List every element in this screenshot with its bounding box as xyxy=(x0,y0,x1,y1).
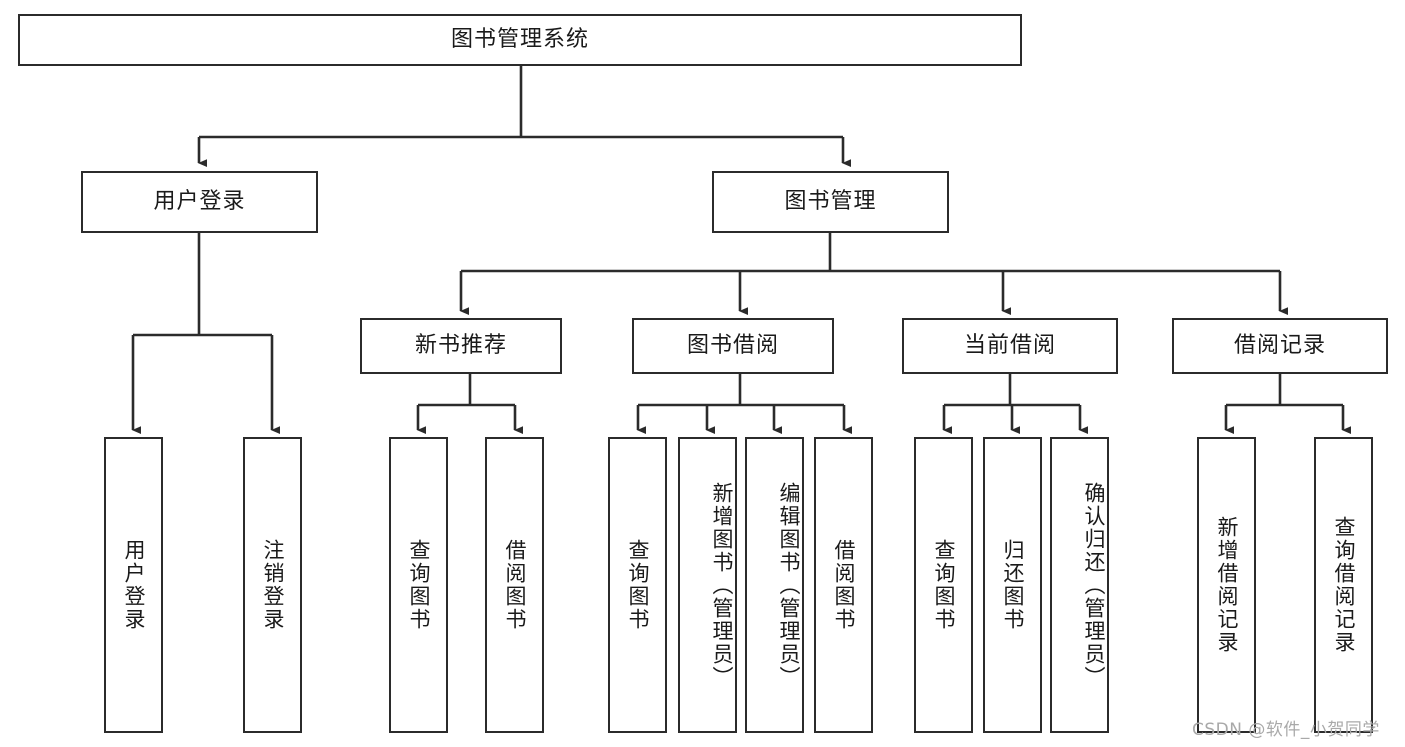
node-leaf-query-book-recommend[interactable]: 查询图书 xyxy=(389,437,448,733)
node-label: 新增图书（管理员） xyxy=(710,481,734,689)
node-label: 借阅图书 xyxy=(831,539,856,631)
node-label: 确认归还（管理员） xyxy=(1082,481,1106,689)
node-leaf-query-book-current[interactable]: 查询图书 xyxy=(914,437,973,733)
node-borrow-record[interactable]: 借阅记录 xyxy=(1172,318,1388,374)
node-root-book-management-system[interactable]: 图书管理系统 xyxy=(18,14,1022,66)
node-label: 当前借阅 xyxy=(963,332,1056,358)
node-label: 查询图书 xyxy=(625,539,650,631)
node-leaf-add-borrow-record[interactable]: 新增借阅记录 xyxy=(1197,437,1256,733)
node-book-borrow[interactable]: 图书借阅 xyxy=(632,318,834,374)
node-label: 用户登录 xyxy=(153,188,246,214)
node-label: 图书管理 xyxy=(784,188,877,214)
node-current-borrow[interactable]: 当前借阅 xyxy=(902,318,1118,374)
node-label: 查询借阅记录 xyxy=(1331,516,1356,654)
node-label: 归还图书 xyxy=(1000,539,1025,631)
node-label: 查询图书 xyxy=(931,539,956,631)
node-label: 借阅记录 xyxy=(1233,332,1326,358)
node-leaf-return-book[interactable]: 归还图书 xyxy=(983,437,1042,733)
node-label: 新增借阅记录 xyxy=(1214,516,1239,654)
node-leaf-borrow-book-recommend[interactable]: 借阅图书 xyxy=(485,437,544,733)
node-new-book-recommend[interactable]: 新书推荐 xyxy=(360,318,562,374)
node-leaf-borrow-book-borrow[interactable]: 借阅图书 xyxy=(814,437,873,733)
node-leaf-edit-book-admin[interactable]: 编辑图书（管理员） xyxy=(745,437,804,733)
node-leaf-confirm-return-admin[interactable]: 确认归还（管理员） xyxy=(1050,437,1109,733)
node-leaf-query-borrow-record[interactable]: 查询借阅记录 xyxy=(1314,437,1373,733)
node-user-login[interactable]: 用户登录 xyxy=(81,171,318,233)
node-label: 图书管理系统 xyxy=(450,26,589,52)
node-label: 新书推荐 xyxy=(414,332,507,358)
node-leaf-user-login[interactable]: 用户登录 xyxy=(104,437,163,733)
node-label: 图书借阅 xyxy=(686,332,779,358)
node-label: 编辑图书（管理员） xyxy=(777,481,801,689)
node-label: 注销登录 xyxy=(260,539,285,631)
csdn-watermark: CSDN @软件_小贺同学 xyxy=(1192,720,1380,740)
node-book-management[interactable]: 图书管理 xyxy=(712,171,949,233)
node-leaf-user-logout[interactable]: 注销登录 xyxy=(243,437,302,733)
node-label: 借阅图书 xyxy=(502,539,527,631)
node-leaf-query-book-borrow[interactable]: 查询图书 xyxy=(608,437,667,733)
node-label: 用户登录 xyxy=(121,539,146,631)
node-label: 查询图书 xyxy=(406,539,431,631)
node-leaf-add-book-admin[interactable]: 新增图书（管理员） xyxy=(678,437,737,733)
